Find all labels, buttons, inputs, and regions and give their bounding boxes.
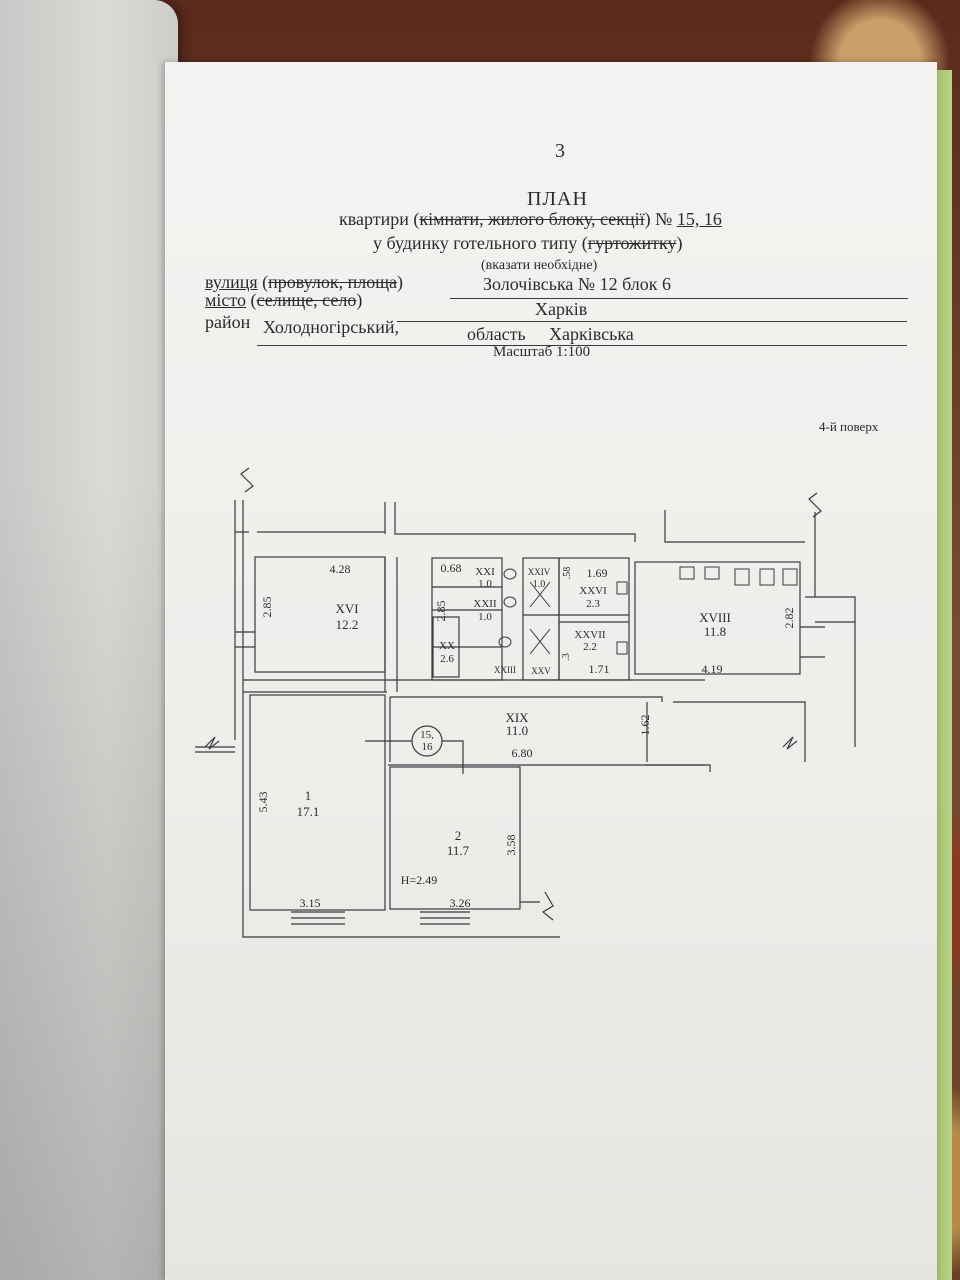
dim-2-85-b: 2.85: [434, 601, 448, 622]
room-XIX-area: 11.0: [506, 723, 528, 738]
city-label-line: місто (селище, село): [205, 290, 363, 310]
room-1-area: 17.1: [297, 804, 320, 819]
city-value: Харків: [535, 299, 588, 319]
room-XVIII-label: XVIII: [699, 610, 731, 625]
header-line-2: у будинку готельного типу (гуртожитку): [373, 233, 683, 253]
dim-3-15: 3.15: [300, 896, 321, 910]
dim-4-28: 4.28: [330, 562, 351, 576]
plan-title: ПЛАН: [527, 188, 588, 210]
street-value: Золочівська № 12 блок 6: [483, 274, 672, 294]
dim-1-69: 1.69: [587, 566, 608, 580]
height-label: H=2.49: [401, 873, 437, 887]
flat-marker-bottom: 16: [422, 741, 434, 753]
room-XIX-label: XIX: [505, 710, 529, 725]
dim-2-85-a: 2.85: [260, 597, 274, 618]
room-XXVII-label: XXVII: [574, 629, 605, 641]
region-label: область: [467, 324, 526, 344]
room-XXIV-label: XXIV: [528, 567, 551, 577]
dim-5-43: 5.43: [256, 792, 270, 813]
room-XVI-label: XVI: [335, 601, 358, 616]
dim-2-82: 2.82: [782, 608, 796, 629]
room-XX-label: XX: [439, 640, 455, 652]
dim-3-58: 3.58: [504, 835, 518, 856]
room-2-area: 11.7: [447, 843, 470, 858]
floor-plan: XVI 12.2 XXI 1.0 XXII 1.0 XX 2.6 XXIII X…: [195, 467, 856, 938]
scale-label: Масштаб 1:100: [493, 344, 591, 360]
dim-1-71: 1.71: [589, 662, 610, 676]
room-1-label: 1: [305, 788, 312, 803]
dim-6-80: 6.80: [512, 746, 533, 760]
street-label-line: вулиця (провулок, площа): [205, 272, 404, 292]
dim-3-26: 3.26: [450, 896, 471, 910]
room-XX-area: 2.6: [440, 653, 454, 665]
room-XXI-area: 1.0: [478, 578, 492, 590]
room-XXVI-area: 2.3: [586, 598, 600, 610]
room-XXV-label: XXV: [531, 666, 551, 676]
page-number: 3: [555, 140, 565, 162]
room-XXVI-label: XXVI: [579, 585, 607, 597]
dim-0-58: .58: [562, 567, 573, 580]
district-label: район: [205, 312, 251, 332]
dim-4-19: 4.19: [702, 662, 723, 676]
district-value: Холодногірський,: [263, 317, 399, 337]
room-XXIII-label: XXIII: [494, 665, 516, 675]
left-page: [0, 0, 178, 1280]
room-XVIII-area: 11.8: [704, 624, 726, 639]
room-XXII-label: XXII: [473, 598, 497, 610]
room-XXII-area: 1.0: [478, 611, 492, 623]
room-XVI-area: 12.2: [336, 617, 359, 632]
flat-marker-top: 15,: [420, 729, 434, 741]
room-XXIV-area: 1.0: [533, 579, 546, 590]
room-2-label: 2: [455, 828, 462, 843]
dim-0-3: .3: [561, 653, 572, 661]
region-value: Харківська: [549, 324, 634, 344]
header-line-1: квартири (кімнати, жилого блоку, секції)…: [339, 209, 722, 229]
header-note: (вказати необхідне): [481, 258, 598, 273]
dim-0-68: 0.68: [441, 561, 462, 575]
dim-1-62: 1.62: [638, 715, 652, 736]
room-XXVII-area: 2.2: [583, 641, 597, 653]
room-XXI-label: XXI: [475, 566, 495, 578]
document-page: 3 ПЛАН квартири (кімнати, жилого блоку, …: [165, 62, 937, 1280]
flat-number: 15, 16: [676, 209, 722, 229]
floor-label: 4-й поверх: [819, 419, 879, 434]
